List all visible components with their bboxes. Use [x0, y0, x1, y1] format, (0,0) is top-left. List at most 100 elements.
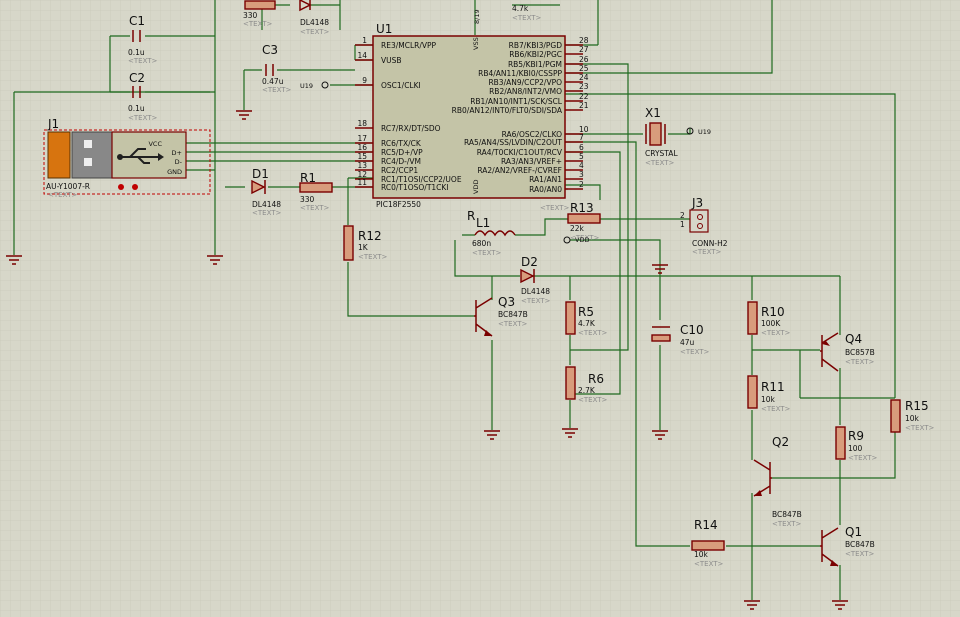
crystal-x1[interactable]: X1 CRYSTAL <TEXT>: [645, 106, 678, 167]
r14-ref: R14: [694, 518, 718, 532]
j1-pin-vcc: VCC: [148, 140, 162, 148]
c10-value: 47u: [680, 338, 695, 347]
ground-symbol: [744, 600, 760, 610]
capacitor-c10[interactable]: C10 47u <TEXT>: [651, 323, 710, 356]
diode-d1[interactable]: D1 DL4148 <TEXT>: [251, 167, 282, 217]
net-u19-terminal-2[interactable]: U19: [686, 127, 711, 136]
text-placeholder: <TEXT>: [252, 209, 282, 217]
net-u19-label-2: U19: [698, 128, 711, 136]
capacitor-c2[interactable]: C2 0.1u <TEXT>: [128, 71, 158, 122]
inductor-l1[interactable]: L1 R 680n <TEXT>: [467, 209, 516, 257]
c1-ref: C1: [129, 14, 145, 28]
ic-left-pin-name: OSC1/CLKI: [381, 81, 421, 90]
resistor-r10[interactable]: R10 100K <TEXT>: [747, 301, 791, 337]
ic-right-pin-name: RA3/AN3/VREF+: [501, 157, 562, 166]
c2-ref: C2: [129, 71, 145, 85]
ic-left-pin-number: 15: [357, 152, 367, 161]
resistor-top[interactable]: 330 <TEXT>: [243, 0, 276, 28]
ic-right-pin-number: 23: [579, 82, 589, 91]
ic-right-pin-name: RB3/AN9/CCP2/VPO: [488, 78, 562, 87]
ic-right-pin-name: RA5/AN4/SS/LVDIN/C2OUT: [464, 138, 562, 147]
ic-right-pin-name: RA4/T0CKI/C1OUT/RCV: [477, 148, 563, 157]
resistor-r11[interactable]: R11 10k <TEXT>: [747, 375, 791, 413]
dtop-value: DL4148: [300, 18, 329, 27]
transistor-q3[interactable]: Q3 BC847B <TEXT>: [474, 295, 528, 337]
text-placeholder: <TEXT>: [845, 550, 875, 558]
vdd-terminal[interactable]: VDD: [563, 236, 589, 244]
transistor-q2[interactable]: Q2 BC847B <TEXT>: [753, 435, 802, 528]
pic18f2550-ic[interactable]: U1 PIC18F2550 VSS VDD 8/19 <TEXT> 1RE3/M…: [355, 9, 589, 212]
q3-value: BC847B: [498, 310, 528, 319]
c1-value: 0.1u: [128, 48, 145, 57]
resistor-r15[interactable]: R15 10k <TEXT>: [890, 399, 935, 433]
d2-value: DL4148: [521, 287, 550, 296]
resistor-r5[interactable]: R5 4.7K <TEXT>: [565, 301, 608, 337]
resistor-r1[interactable]: R1 330 <TEXT>: [299, 171, 333, 212]
transistor-q4[interactable]: Q4 BC857B <TEXT>: [820, 332, 875, 372]
resistor-r6[interactable]: R6 2.7K <TEXT>: [565, 366, 608, 404]
ic-left-pin-number: 13: [357, 161, 367, 170]
r15-ref: R15: [905, 399, 929, 413]
q2-ref: Q2: [772, 435, 789, 449]
r12-value: 1K: [358, 243, 369, 252]
q2-value: BC847B: [772, 510, 802, 519]
text-placeholder: <TEXT>: [472, 249, 502, 257]
j1-value: AU-Y1007-R: [46, 182, 90, 191]
transistor-q1[interactable]: Q1 BC847B <TEXT>: [820, 525, 875, 567]
text-placeholder: <TEXT>: [680, 348, 710, 356]
ic-right-pin-name: RB4/AN11/KBI0/CSSPP: [478, 69, 562, 78]
j3-value: CONN-H2: [692, 239, 728, 248]
ic-right-pin-number: 22: [579, 92, 589, 101]
ic-right-pin-name: RB6/KBI2/PGC: [509, 50, 562, 59]
x1-value: CRYSTAL: [645, 149, 678, 158]
resistor-r9[interactable]: R9 100 <TEXT>: [835, 426, 878, 462]
capacitor-c1[interactable]: C1 0.1u <TEXT>: [128, 14, 158, 65]
vdd-label: VDD: [575, 236, 589, 244]
text-placeholder: <TEXT>: [300, 204, 330, 212]
q3-ref: Q3: [498, 295, 515, 309]
ground-symbol: [484, 430, 500, 440]
net-r-partial-label: R: [467, 209, 475, 223]
ic-name: PIC18F2550: [376, 200, 421, 209]
d1-ref: D1: [252, 167, 269, 181]
ic-left-pin-name: RC0/T1OSO/T1CKI: [381, 183, 449, 192]
text-placeholder: <TEXT>: [578, 396, 608, 404]
net-u19-terminal[interactable]: U19: [300, 81, 329, 90]
resistor-top-2[interactable]: 4.7k <TEXT>: [512, 4, 542, 22]
r12-ref: R12: [358, 229, 382, 243]
resistor-r14[interactable]: R14 10k <TEXT>: [691, 518, 725, 568]
ic-right-pin-number: 28: [579, 36, 589, 45]
ic-right-pin-number: 24: [579, 73, 589, 82]
q4-value: BC857B: [845, 348, 875, 357]
ic-right-pin-number: 10: [579, 125, 589, 134]
c10-ref: C10: [680, 323, 704, 337]
ic-right-pin-number: 27: [579, 45, 589, 54]
diode-d2[interactable]: D2 DL4148 <TEXT>: [520, 255, 551, 305]
resistor-r13[interactable]: R13 22k <TEXT>: [567, 201, 601, 242]
text-placeholder: <TEXT>: [262, 86, 292, 94]
ground-symbol: [652, 430, 668, 440]
text-placeholder: <TEXT>: [48, 191, 78, 199]
text-placeholder: <TEXT>: [761, 405, 791, 413]
text-placeholder: <TEXT>: [358, 253, 388, 261]
r15-value: 10k: [905, 414, 920, 423]
resistor-r12[interactable]: R12 1K <TEXT>: [343, 225, 388, 261]
ic-left-pin-name: RC7/RX/DT/SDO: [381, 124, 441, 133]
r14-value: 10k: [694, 550, 709, 559]
j3-pin-2: 2: [680, 211, 685, 220]
net-u19-label: U19: [300, 82, 313, 90]
ic-right-pin-name: RB5/KBI1/PGM: [508, 60, 562, 69]
c3-value: 0.47u: [262, 77, 284, 86]
r9-ref: R9: [848, 429, 864, 443]
q1-value: BC847B: [845, 540, 875, 549]
diode-top[interactable]: DL4148 <TEXT>: [299, 0, 330, 36]
ic-right-pin-name: RB0/AN12/INT0/FLT0/SDI/SDA: [452, 106, 563, 115]
rtop-value: 330: [243, 11, 258, 20]
text-placeholder: <TEXT>: [512, 14, 542, 22]
r6-ref: R6: [588, 372, 604, 386]
connector-j3[interactable]: J3 2 1 CONN-H2 <TEXT>: [680, 196, 728, 256]
r13-ref: R13: [570, 201, 594, 215]
usb-connector-j1[interactable]: J1 VCC D+ D- GND AU-Y1007-R <TEXT>: [43, 117, 211, 199]
capacitor-c3[interactable]: C3 0.47u <TEXT>: [262, 43, 292, 94]
